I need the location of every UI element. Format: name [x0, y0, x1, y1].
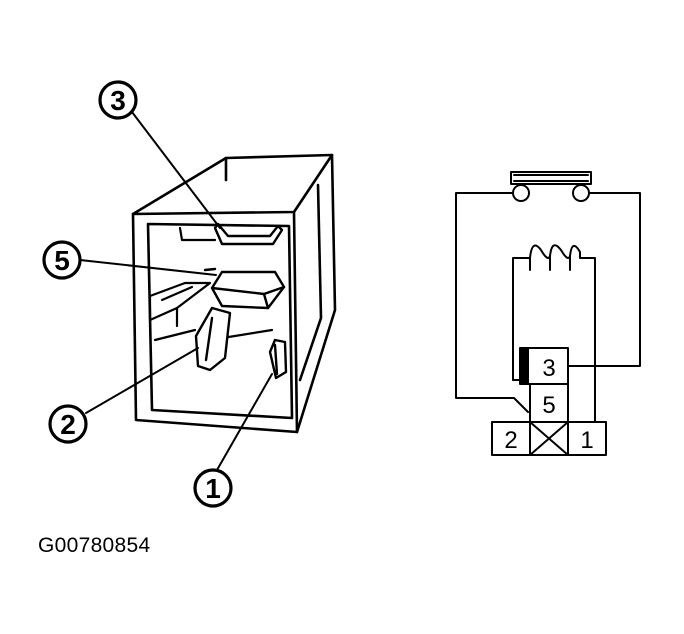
- terminal-box-blank: [529, 421, 569, 456]
- callout-3-label: 3: [110, 85, 126, 116]
- switch-contacts: [510, 171, 592, 202]
- terminal-blades: [194, 222, 288, 380]
- figure-id: G00780854: [38, 534, 151, 557]
- callout-5: 5: [42, 240, 82, 280]
- callout-1: 1: [193, 468, 233, 508]
- terminal-2-label: 2: [504, 427, 517, 454]
- switch-circuit-wires: [455, 192, 641, 413]
- callout-2-label: 2: [60, 409, 76, 440]
- terminal-5-label: 5: [542, 392, 555, 419]
- terminal-box-5: 5: [529, 383, 569, 423]
- terminal-box-3: 3: [519, 347, 569, 385]
- terminal-1-label: 1: [580, 427, 593, 454]
- callout-5-label: 5: [54, 245, 70, 276]
- callout-3: 3: [98, 80, 138, 120]
- leader-3: [131, 111, 221, 229]
- terminal-box-1: 1: [567, 421, 607, 456]
- terminal-box-2: 2: [491, 421, 531, 456]
- leader-2: [85, 347, 199, 414]
- terminal-3-label: 3: [542, 355, 555, 382]
- callout-1-label: 1: [205, 473, 221, 504]
- leader-5: [79, 259, 217, 276]
- leader-lines: [79, 111, 273, 471]
- callout-2: 2: [48, 404, 88, 444]
- leader-1: [216, 373, 273, 471]
- relay-housing: [131, 153, 337, 434]
